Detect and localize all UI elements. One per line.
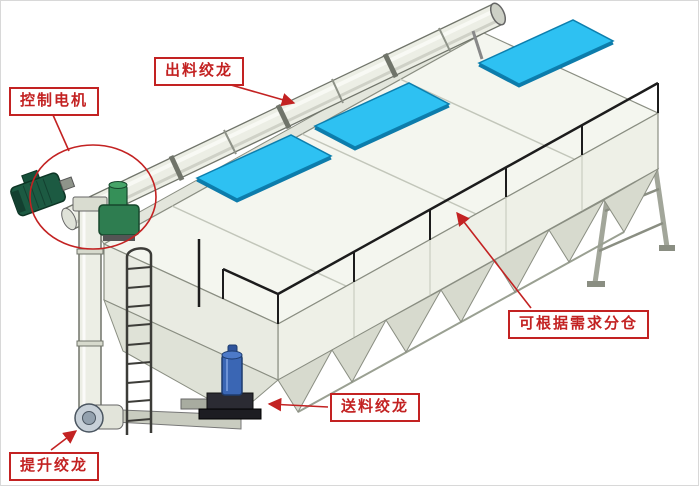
label-lifting-auger: 提升绞龙 bbox=[9, 452, 100, 481]
control-motor-unit bbox=[10, 169, 76, 217]
cover-panel-3 bbox=[477, 19, 615, 88]
cover-panel-2 bbox=[313, 82, 451, 151]
annotation-circle-control-motor bbox=[29, 144, 157, 250]
label-control-motor: 控制电机 bbox=[9, 87, 100, 116]
label-discharge-auger: 出料绞龙 bbox=[154, 57, 245, 86]
leader-line-compartments bbox=[456, 211, 532, 309]
safety-railing bbox=[197, 81, 659, 324]
leader-line-control-motor bbox=[52, 114, 70, 152]
label-compartment-note: 可根据需求分仓 bbox=[508, 310, 650, 339]
hopper-teeth bbox=[277, 167, 660, 413]
discharge-auger-pipe bbox=[61, 2, 507, 231]
leader-line-discharge-auger bbox=[230, 84, 296, 107]
leader-line-feeding-auger bbox=[267, 397, 329, 412]
drive-motor-unit bbox=[98, 181, 140, 241]
lifting-auger-pipe bbox=[72, 196, 124, 433]
leader-line-lifting-auger bbox=[50, 430, 78, 451]
access-ladder bbox=[125, 247, 153, 435]
label-feeding-auger: 送料绞龙 bbox=[330, 393, 421, 422]
cover-panel-1 bbox=[195, 134, 333, 203]
feeding-auger-motor bbox=[180, 344, 262, 420]
